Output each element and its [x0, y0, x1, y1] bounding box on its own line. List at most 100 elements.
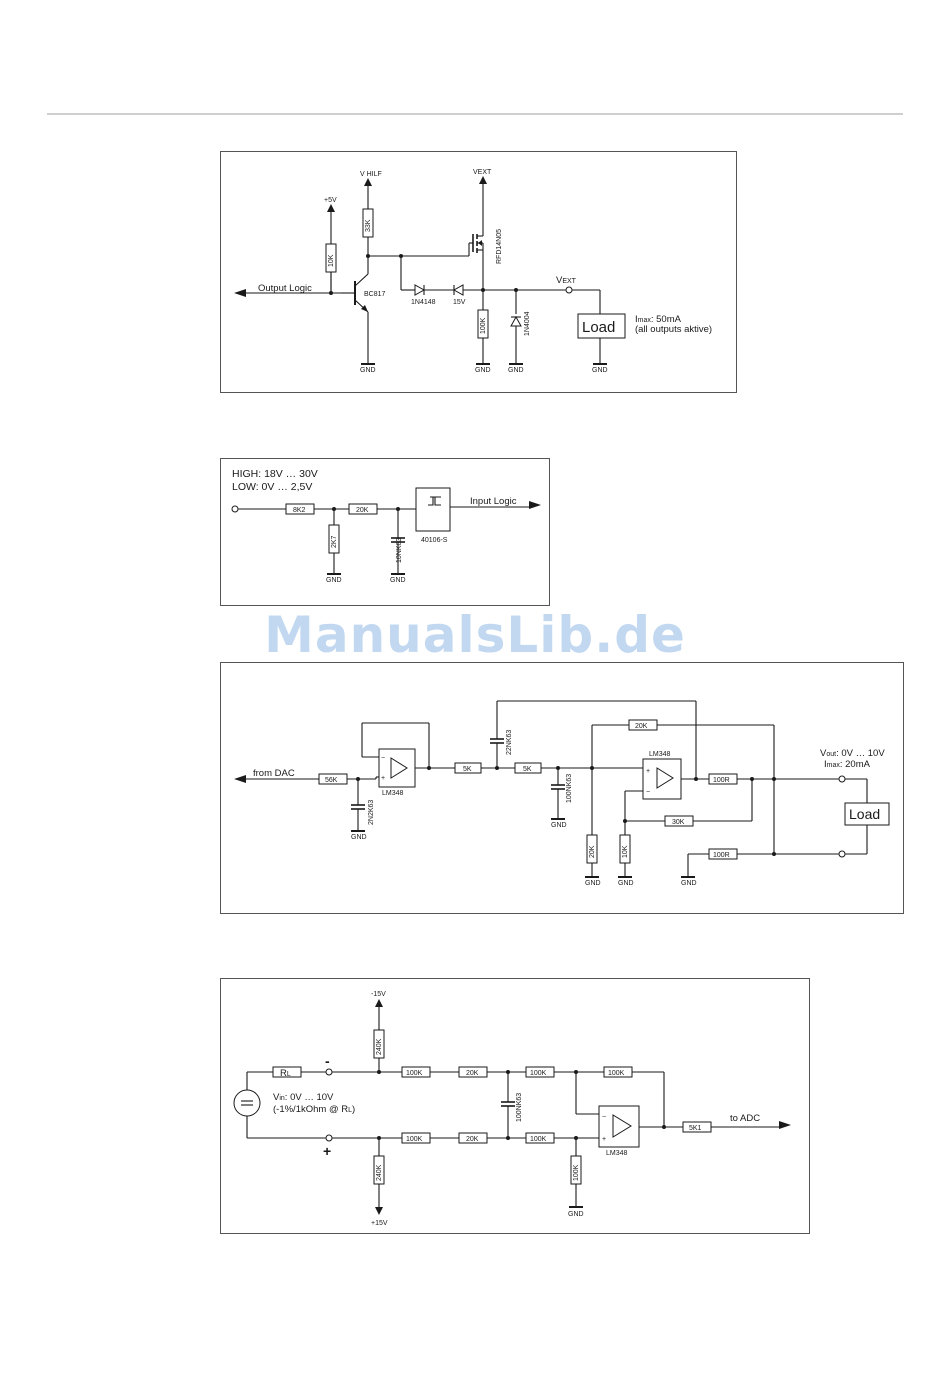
resistor-5k-1-label: 5K	[463, 766, 472, 773]
capacitor-100nk63	[501, 1101, 515, 1107]
vext-terminal	[565, 286, 573, 294]
zener-label: 15V	[453, 299, 466, 306]
gnd-label-4: GND	[618, 880, 634, 887]
input-logic-svg: HIGH: 18V … 30V LOW: 0V … 2,5V 8K2 2K7 2…	[231, 468, 541, 584]
load-label: Load	[849, 806, 880, 822]
opamp-2-minus: −	[646, 789, 650, 796]
capacitor-label: 10NK63	[396, 538, 403, 563]
return-terminal	[838, 850, 846, 858]
gnd-label-3: GND	[508, 367, 524, 374]
input-terminal	[231, 505, 239, 513]
supply-vhilf-arrow	[364, 178, 372, 209]
resistor-20k-v-label: 20K	[589, 845, 596, 858]
opamp-2-label: LM348	[649, 751, 671, 758]
gnd-label-4: GND	[592, 367, 608, 374]
to-adc-label: to ADC	[730, 1113, 760, 1124]
supply-neg-arrow	[375, 999, 383, 1007]
supply-pos-label: +15V	[371, 1220, 388, 1227]
gnd-label: GND	[568, 1211, 584, 1218]
resistor-100k-4-label: 100K	[530, 1136, 547, 1143]
analog-input-schematic: RL - + Vin: 0V … 10V (-1%/1kOhm @ RL) -1…	[220, 978, 810, 1234]
resistor-20k-1-label: 20K	[466, 1070, 479, 1077]
high-level-label: HIGH: 18V … 30V	[232, 468, 318, 480]
vout-label: Vout: 0V … 10V	[820, 748, 885, 759]
resistor-100k-1-label: 100K	[406, 1070, 423, 1077]
opamp-plus: +	[602, 1136, 606, 1143]
resistor-100k-fb-label: 100K	[608, 1070, 625, 1077]
gnd-label-2: GND	[551, 822, 567, 829]
adc-output-arrow	[779, 1121, 791, 1129]
analog-output-svg: from DAC 56K 2N2K63 − + LM348 5K 22NK63 …	[234, 700, 890, 887]
load-box	[577, 313, 626, 339]
gnd-symbols	[351, 818, 695, 878]
minus-terminal	[325, 1068, 333, 1076]
dac-input-arrow	[234, 775, 246, 783]
resistor-20k-2-label: 20K	[466, 1136, 479, 1143]
from-dac-label: from DAC	[253, 768, 295, 779]
diode-1n4004	[510, 315, 522, 327]
supply-5v-arrow	[327, 204, 335, 244]
vin-note: (-1%/1kOhm @ RL)	[273, 1104, 355, 1115]
opamp-1-label: LM348	[382, 790, 404, 797]
resistor-100r-1-label: 100R	[713, 777, 730, 784]
zener-15v	[452, 284, 464, 296]
supply-5v-label: +5V	[324, 197, 337, 204]
opamp-triangle	[612, 1114, 632, 1138]
supply-pos-arrow	[375, 1207, 383, 1215]
resistor-2k7-label: 2K7	[331, 535, 338, 548]
resistor-100r-2-label: 100R	[713, 852, 730, 859]
plus-terminal	[325, 1134, 333, 1142]
gnd-label-5: GND	[681, 880, 697, 887]
gnd-label-1: GND	[326, 577, 342, 584]
imax-label: Imax: 50mA	[635, 314, 682, 325]
opamp-minus: −	[602, 1114, 606, 1121]
resistor-20k-label: 20K	[356, 507, 369, 514]
diode-1n4148-label: 1N4148	[411, 299, 436, 306]
voltage-source-icon	[233, 1089, 261, 1117]
capacitor-2n2k63	[351, 804, 365, 810]
resistor-100k-3-label: 100K	[406, 1136, 423, 1143]
resistor-30k-label: 30K	[672, 819, 685, 826]
resistor-240k-bot-label: 240K	[376, 1164, 383, 1181]
transistor-bc817	[341, 256, 369, 364]
opamp-label: LM348	[606, 1150, 628, 1157]
resistor-240k-top-label: 240K	[376, 1038, 383, 1055]
schmitt-trigger-40106	[415, 487, 451, 532]
supply-neg-label: -15V	[371, 991, 386, 998]
watermark: ManualsLib.de	[264, 606, 686, 664]
vext-output-label: VEXT	[556, 275, 577, 286]
resistor-56k-label: 56K	[325, 777, 338, 784]
schmitt-trigger-icon	[428, 496, 441, 506]
resistor-5k-2-label: 5K	[523, 766, 532, 773]
minus-label: -	[325, 1053, 330, 1069]
imax-note: (all outputs aktive)	[635, 324, 712, 335]
page-header-rule	[47, 113, 903, 115]
capacitor-2-label: 22NK63	[506, 730, 513, 755]
opamp-1-plus: +	[381, 775, 385, 782]
supply-vext-label: VEXT	[473, 169, 492, 176]
analog-input-svg: RL - + Vin: 0V … 10V (-1%/1kOhm @ RL) -1…	[233, 991, 791, 1227]
output-arrow	[529, 501, 541, 509]
supply-vext-arrow	[479, 176, 487, 184]
mosfet-rfd14n05	[468, 182, 484, 290]
resistor-5k1-label: 5K1	[689, 1125, 702, 1132]
output-driver-svg: Output Logic +5V 10K BC817 V HILF 33K 1N…	[234, 169, 712, 374]
supply-vhilf-label: V HILF	[360, 171, 382, 178]
rl-label: RL	[280, 1068, 291, 1079]
gnd-label-1: GND	[360, 367, 376, 374]
gnd-label-1: GND	[351, 834, 367, 841]
capacitor-3-label: 100NK63	[566, 774, 573, 803]
capacitor-22nk63	[490, 738, 504, 744]
mosfet-label: RFD14N05	[496, 229, 503, 264]
input-arrow	[234, 289, 341, 297]
input-logic-schematic: HIGH: 18V … 30V LOW: 0V … 2,5V 8K2 2K7 2…	[220, 458, 550, 606]
low-level-label: LOW: 0V … 2,5V	[232, 481, 312, 493]
gnd-label-3: GND	[585, 880, 601, 887]
capacitor-1-label: 2N2K63	[368, 800, 375, 825]
diode-1n4004-label: 1N4004	[524, 311, 531, 336]
gnd-label-2: GND	[390, 577, 406, 584]
transistor-label: BC817	[364, 291, 386, 298]
output-driver-schematic: Output Logic +5V 10K BC817 V HILF 33K 1N…	[220, 151, 737, 393]
analog-output-schematic: from DAC 56K 2N2K63 − + LM348 5K 22NK63 …	[220, 662, 904, 914]
resistor-100k-label: 100K	[480, 317, 487, 334]
